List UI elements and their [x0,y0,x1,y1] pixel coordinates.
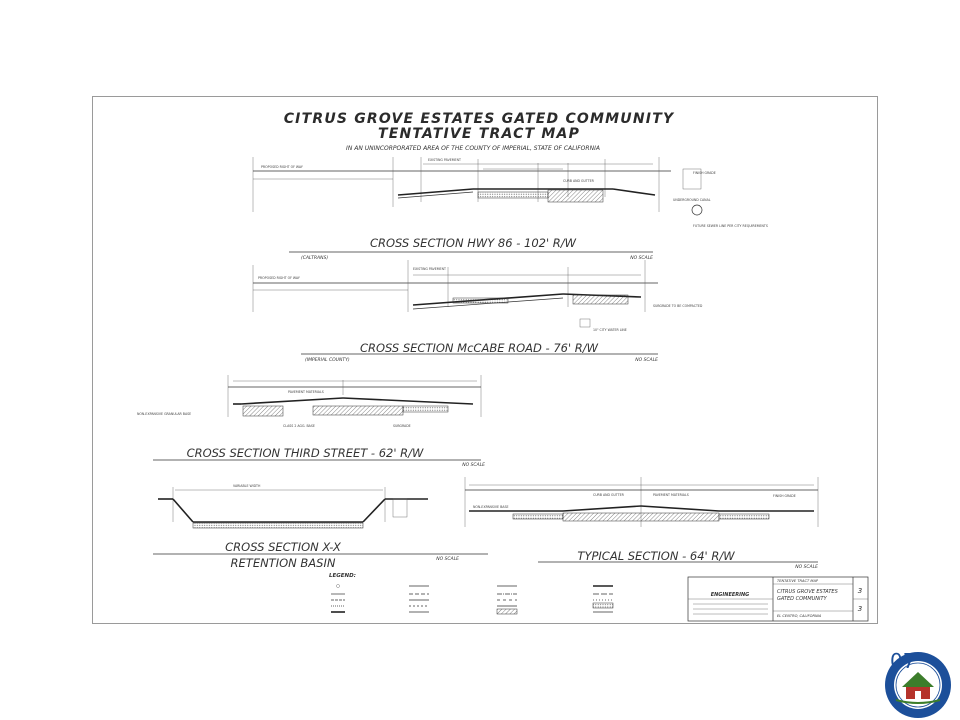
section-hwy86-drawing: PROPOSED RIGHT OF WAY EXISTING PAVEMENT … [252,157,768,228]
section-hwy86-scale: NO SCALE [630,255,653,261]
svg-text:NON-EXPANSIVE BASE: NON-EXPANSIVE BASE [473,505,508,509]
section-third-scale: NO SCALE [462,462,485,468]
association-seal-icon: 07 [885,649,951,718]
svg-text:CURB AND GUTTER: CURB AND GUTTER [563,179,595,183]
page-badge: 07 [890,649,915,673]
svg-text:PROPOSED RIGHT OF WAY: PROPOSED RIGHT OF WAY [258,276,300,280]
legend: LEGEND: [329,573,614,615]
svg-text:CLASS 2 AGG. BASE: CLASS 2 AGG. BASE [283,424,315,428]
section-xx-title-line-2: RETENTION BASIN [231,556,336,570]
svg-text:10" CITY WATER LINE: 10" CITY WATER LINE [593,328,627,332]
section-xx-scale: NO SCALE [436,556,459,562]
section-mccabe-drawing: PROPOSED RIGHT OF WAY EXISTING PAVEMENT … [252,260,703,332]
title-block-location: EL CENTRO, CALIFORNIA [777,614,822,618]
svg-text:PAVEMENT MATERIALS: PAVEMENT MATERIALS [288,390,324,394]
title-block-heading: TENTATIVE TRACT MAP [777,579,819,583]
svg-text:SUBGRADE: SUBGRADE [393,424,411,428]
svg-text:EXISTING PAVEMENT: EXISTING PAVEMENT [428,158,461,162]
title-block-project-line-2: GATED COMMUNITY [777,596,828,602]
section-typical-scale: NO SCALE [795,564,818,570]
section-mccabe-title: CROSS SECTION McCABE ROAD - 76' R/W [360,341,599,355]
section-third-title: CROSS SECTION THIRD STREET - 62' R/W [187,446,424,460]
svg-text:VARIABLE WIDTH: VARIABLE WIDTH [233,484,261,488]
title-block-firm: ENGINEERING [711,592,750,598]
legend-title: LEGEND: [329,573,356,579]
section-hwy86-title: CROSS SECTION HWY 86 - 102' R/W [370,236,577,250]
svg-text:PROPOSED RIGHT OF WAY: PROPOSED RIGHT OF WAY [261,165,303,169]
tract-map-sheet: CITRUS GROVE ESTATES GATED COMMUNITY TEN… [92,96,878,624]
title-block: ENGINEERING TENTATIVE TRACT MAP CITRUS G… [687,576,869,622]
legend-symbols [331,584,614,615]
section-hwy86-agency: (CALTRANS) [301,255,328,261]
svg-text:NON-EXPANSIVE GRANULAR BASE: NON-EXPANSIVE GRANULAR BASE [137,412,191,416]
engineering-drawing: CITRUS GROVE ESTATES GATED COMMUNITY TEN… [137,111,869,622]
section-typical-title: TYPICAL SECTION - 64' R/W [577,549,735,563]
section-xx-title-line-1: CROSS SECTION X-X [225,540,342,554]
svg-text:FINISH GRADE: FINISH GRADE [693,171,716,175]
svg-text:PAVEMENT MATERIALS: PAVEMENT MATERIALS [653,493,689,497]
section-third-drawing: NON-EXPANSIVE GRANULAR BASE CLASS 2 AGG.… [137,375,482,428]
title-block-project-line-1: CITRUS GROVE ESTATES [777,589,839,595]
section-typical-drawing: CURB AND GUTTER PAVEMENT MATERIALS NON-E… [464,477,819,527]
svg-text:EXISTING PAVEMENT: EXISTING PAVEMENT [413,267,446,271]
svg-text:FUTURE SEWER LINE PER CITY REQ: FUTURE SEWER LINE PER CITY REQUIREMENTS [693,224,768,228]
title-block-sheet-number: 3 [858,587,862,595]
svg-text:UNDERGROUND CANAL: UNDERGROUND CANAL [673,198,711,202]
sheet-title-line-2: TENTATIVE TRACT MAP [378,126,580,142]
section-mccabe-agency: (IMPERIAL COUNTY) [305,357,350,363]
sheet-title-line-1: CITRUS GROVE ESTATES GATED COMMUNITY [284,111,675,127]
svg-text:CURB AND GUTTER: CURB AND GUTTER [593,493,625,497]
svg-text:FINISH GRADE: FINISH GRADE [773,494,796,498]
sheet-subtitle: IN AN UNINCORPORATED AREA OF THE COUNTY … [346,145,600,152]
svg-text:SUBGRADE TO BE COMPACTED: SUBGRADE TO BE COMPACTED [653,304,703,308]
section-xx-drawing: VARIABLE WIDTH [158,484,428,529]
section-mccabe-scale: NO SCALE [635,357,658,363]
title-block-sheet-total: 3 [858,605,862,613]
